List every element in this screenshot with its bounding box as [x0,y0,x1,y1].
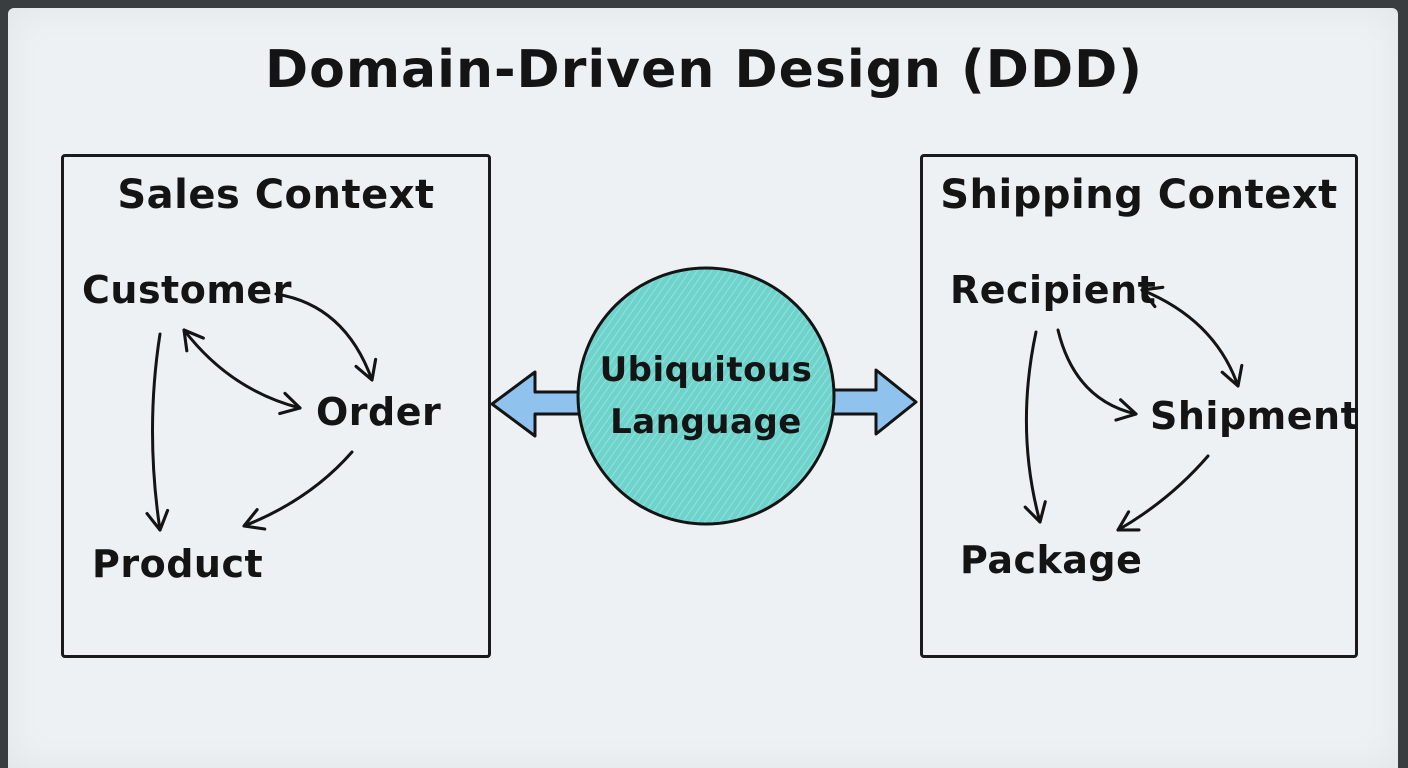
ubiquitous-language-label: Ubiquitous Language [578,268,834,524]
sales-context-title: Sales Context [117,172,435,218]
entity-order: Order [316,390,442,434]
recipient-shipment-double-arrow [1140,285,1244,388]
entity-recipient: Recipient [950,268,1157,312]
customer-to-product-arrow [145,332,170,532]
entity-customer: Customer [82,268,292,312]
recipient-to-package-arrow [1023,330,1047,524]
entity-shipment: Shipment [1150,394,1360,438]
entity-package: Package [960,538,1143,582]
customer-order-double-arrow [182,328,302,416]
ubiquitous-language-circle [576,266,836,526]
ubiquitous-language-line1: Ubiquitous [599,350,813,390]
shipment-to-package-arrow [1116,454,1210,532]
entity-product: Product [92,542,264,586]
shipping-context-title: Shipping Context [940,172,1338,218]
right-connector-arrow [826,368,918,436]
order-to-product-arrow [242,450,354,531]
sales-context-box [61,154,491,658]
recipient-to-shipment-arrow [1056,328,1138,422]
diagram-title: Domain-Driven Design (DDD) [264,40,1144,100]
ubiquitous-language-line2: Language [610,402,802,442]
customer-to-order-arrow [274,292,378,382]
left-connector-arrow [490,370,587,438]
shipping-context-box [920,154,1358,658]
